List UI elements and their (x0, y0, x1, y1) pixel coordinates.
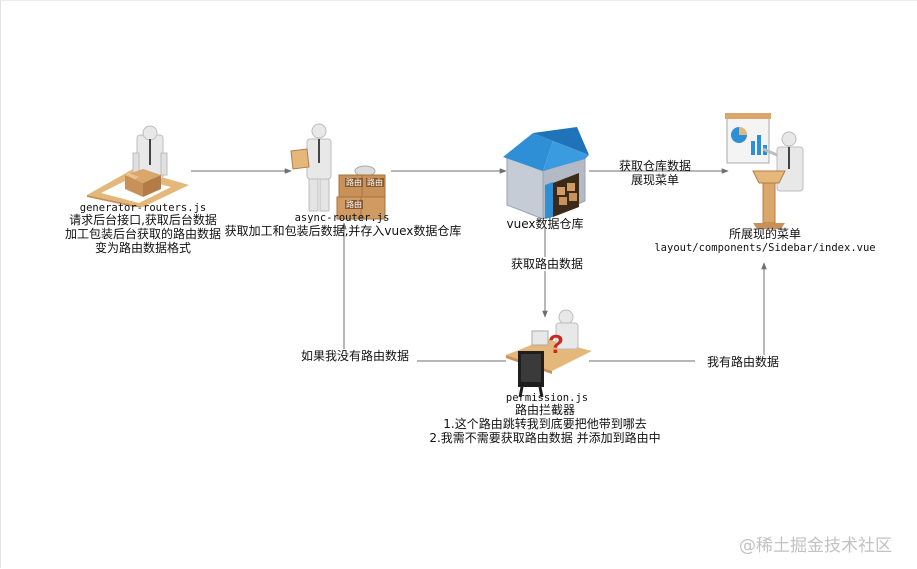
warehouse-icon (503, 127, 589, 219)
box-label: 路由 (345, 178, 363, 187)
permission-filename: permission.js (505, 392, 589, 404)
person-desk-question-icon: ? (506, 309, 592, 397)
vuex-label: vuex数据仓库 (506, 217, 584, 231)
edge-label-get-routes: 获取路由数据 (501, 257, 593, 271)
permission-line-1: 1.这个路由跳转我到底要把他带到哪去 (443, 417, 647, 431)
permission-line-2: 2.我需不需要获取路由数据 并添加到路由中 (429, 431, 661, 445)
arrow-permission-to-sidebar (589, 262, 767, 362)
generator-filename: generator-routers.js (79, 202, 207, 214)
svg-text:?: ? (548, 329, 564, 359)
sidebar-path: layout/components/Sidebar/index.vue (654, 242, 876, 254)
edge-label-no-routes: 如果我没有路由数据 (293, 349, 417, 363)
edge-label-has-routes: 我有路由数据 (695, 355, 791, 369)
arrow-permission-to-async (341, 222, 506, 362)
sidebar-title: 所展现的菜单 (728, 227, 801, 241)
person-desk-box-icon (87, 125, 189, 207)
watermark: @稀土掘金技术社区 (739, 536, 892, 556)
edge-label-show-menu: 展现菜单 (630, 173, 679, 187)
async-filename: async-router.js (294, 212, 390, 224)
box-label: 路由 (366, 178, 384, 187)
async-desc: 获取加工和包装后数据,并存入vuex数据仓库 (224, 224, 462, 238)
generator-desc-line-3: 变为路由数据格式 (94, 241, 191, 255)
edge-label-fetch-store: 获取仓库数据 (618, 159, 691, 173)
person-clipboard-boxes-icon (290, 123, 386, 220)
box-label: 路由 (345, 200, 363, 209)
permission-title: 路由拦截器 (514, 403, 575, 417)
generator-desc-line-2: 加工包装后台获取的路由数据 (64, 227, 221, 241)
generator-desc-line-1: 请求后台接口,获取后台数据 (69, 213, 217, 227)
presenter-board-icon (725, 113, 804, 229)
